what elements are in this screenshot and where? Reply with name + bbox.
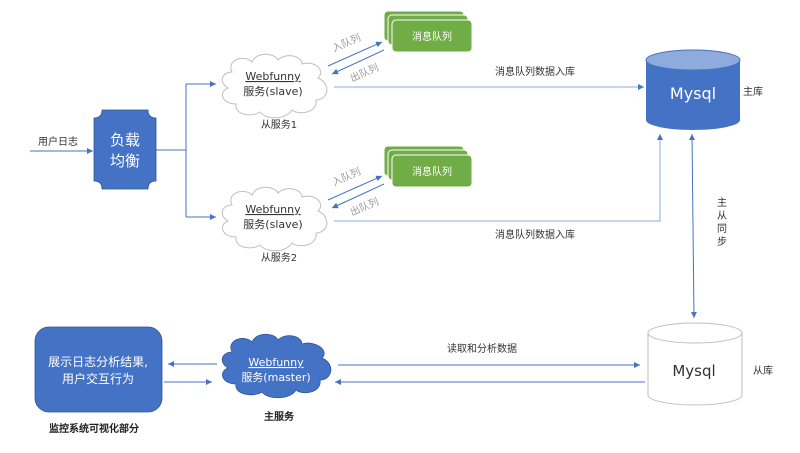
slave2-to-master-db-arrow [334, 134, 663, 222]
slave-db-caption: 从库 [753, 364, 773, 377]
slave2-enqueue-label: 入队列 [330, 165, 363, 189]
slave1-dequeue-arrow [331, 49, 385, 75]
master-name-line1: Webfunny [248, 356, 304, 369]
slave2-dequeue-arrow [331, 183, 385, 209]
slave1-enqueue-arrow [327, 41, 383, 67]
master-slave-sync-arrow [689, 133, 697, 319]
slave2-db-write-label: 消息队列数据入库 [495, 228, 575, 241]
slave-service-1[interactable]: Webfunny 服务(slave) [221, 53, 328, 119]
queue2-label: 消息队列 [412, 165, 452, 178]
load-balancer[interactable]: 负载 均衡 [93, 109, 157, 190]
master-db-caption: 主库 [743, 85, 763, 98]
queue1-label: 消息队列 [412, 30, 452, 43]
sync-label-1: 主 [717, 197, 727, 209]
slave1-db-write-label: 消息队列数据入库 [495, 65, 575, 78]
master-mysql-db[interactable]: Mysql [645, 49, 741, 130]
slave-db-label: Mysql [672, 362, 715, 380]
slave1-caption: 从服务1 [261, 118, 297, 131]
master-service[interactable]: Webfunny 服务(master) [221, 333, 332, 399]
load-balancer-line1: 负载 [110, 131, 140, 149]
visualization-caption: 监控系统可视化部分 [49, 422, 139, 435]
master-service-caption: 主服务 [264, 410, 295, 423]
slave-service-2[interactable]: Webfunny 服务(slave) [221, 186, 328, 252]
master-name-line2: 服务(master) [241, 371, 310, 384]
slave1-name-line1: Webfunny [245, 70, 301, 83]
visualization-line2: 用户交互行为 [62, 371, 134, 386]
message-queue-2[interactable]: 消息队列 [383, 145, 473, 188]
read-analyze-label: 读取和分析数据 [447, 342, 517, 355]
visualization-line1: 展示日志分析结果, [48, 355, 148, 369]
master-db-label: Mysql [670, 84, 716, 103]
user-log-label: 用户日志 [38, 135, 78, 148]
slave2-enqueue-arrow [327, 175, 383, 201]
slave2-name-line2: 服务(slave) [243, 218, 302, 231]
sync-label-4: 步 [717, 236, 727, 248]
slave2-caption: 从服务2 [261, 251, 297, 264]
sync-label-3: 同 [717, 223, 727, 235]
load-balancer-line2: 均衡 [110, 152, 140, 170]
message-queue-1[interactable]: 消息队列 [383, 10, 473, 53]
slave-mysql-db[interactable]: Mysql [647, 322, 743, 406]
slave2-name-line1: Webfunny [245, 203, 301, 216]
slave1-name-line2: 服务(slave) [243, 85, 302, 98]
visualization-panel[interactable]: 展示日志分析结果, 用户交互行为 [34, 326, 163, 413]
slave1-enqueue-label: 入队列 [330, 31, 363, 55]
sync-label-2: 从 [717, 211, 727, 222]
